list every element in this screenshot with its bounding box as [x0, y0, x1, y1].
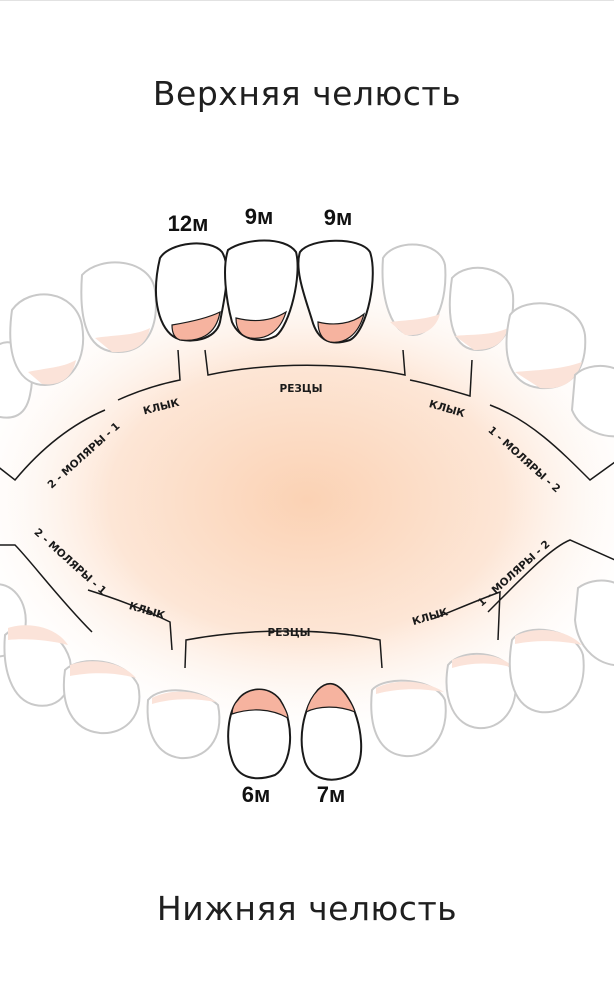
upper-incisor-lateral	[155, 242, 228, 342]
upper-age-lateral: 12м	[168, 211, 209, 236]
upper-brackets	[0, 349, 614, 482]
upper-faded-tooth	[505, 302, 587, 390]
lower-incisors-label: РЕЗЦЫ	[268, 627, 311, 639]
upper-faded-tooth	[80, 261, 157, 354]
upper-age-central-right: 9м	[324, 205, 353, 230]
lower-age-left: 6м	[242, 782, 271, 807]
upper-faded-tooth	[9, 293, 85, 387]
lower-age-right: 7м	[317, 782, 346, 807]
lower-jaw-title: Нижняя челюсть	[156, 889, 458, 928]
lower-faded-tooth	[445, 652, 517, 730]
upper-faded-teeth	[0, 243, 614, 438]
lower-faded-tooth	[370, 679, 447, 758]
lower-faded-tooth	[3, 625, 72, 707]
upper-faded-tooth	[448, 266, 515, 352]
upper-faded-tooth	[381, 243, 447, 337]
upper-incisors-label: РЕЗЦЫ	[280, 383, 323, 395]
top-divider	[0, 0, 614, 1]
upper-incisor-central-right	[297, 239, 374, 344]
lower-faded-teeth	[0, 579, 614, 760]
lower-faded-tooth	[146, 689, 221, 760]
lower-faded-tooth	[508, 628, 585, 714]
upper-incisor-central-left	[224, 239, 299, 341]
upper-age-central-left: 9м	[245, 204, 274, 229]
lower-brackets	[0, 539, 614, 669]
lower-faded-tooth	[573, 579, 614, 666]
lower-incisor-left	[227, 688, 292, 780]
palate-glow	[0, 250, 614, 750]
upper-jaw-title: Верхняя челюсть	[152, 74, 462, 113]
upper-faded-tooth	[570, 364, 614, 438]
lower-faded-tooth	[63, 660, 141, 735]
lower-incisor-right	[300, 682, 363, 781]
